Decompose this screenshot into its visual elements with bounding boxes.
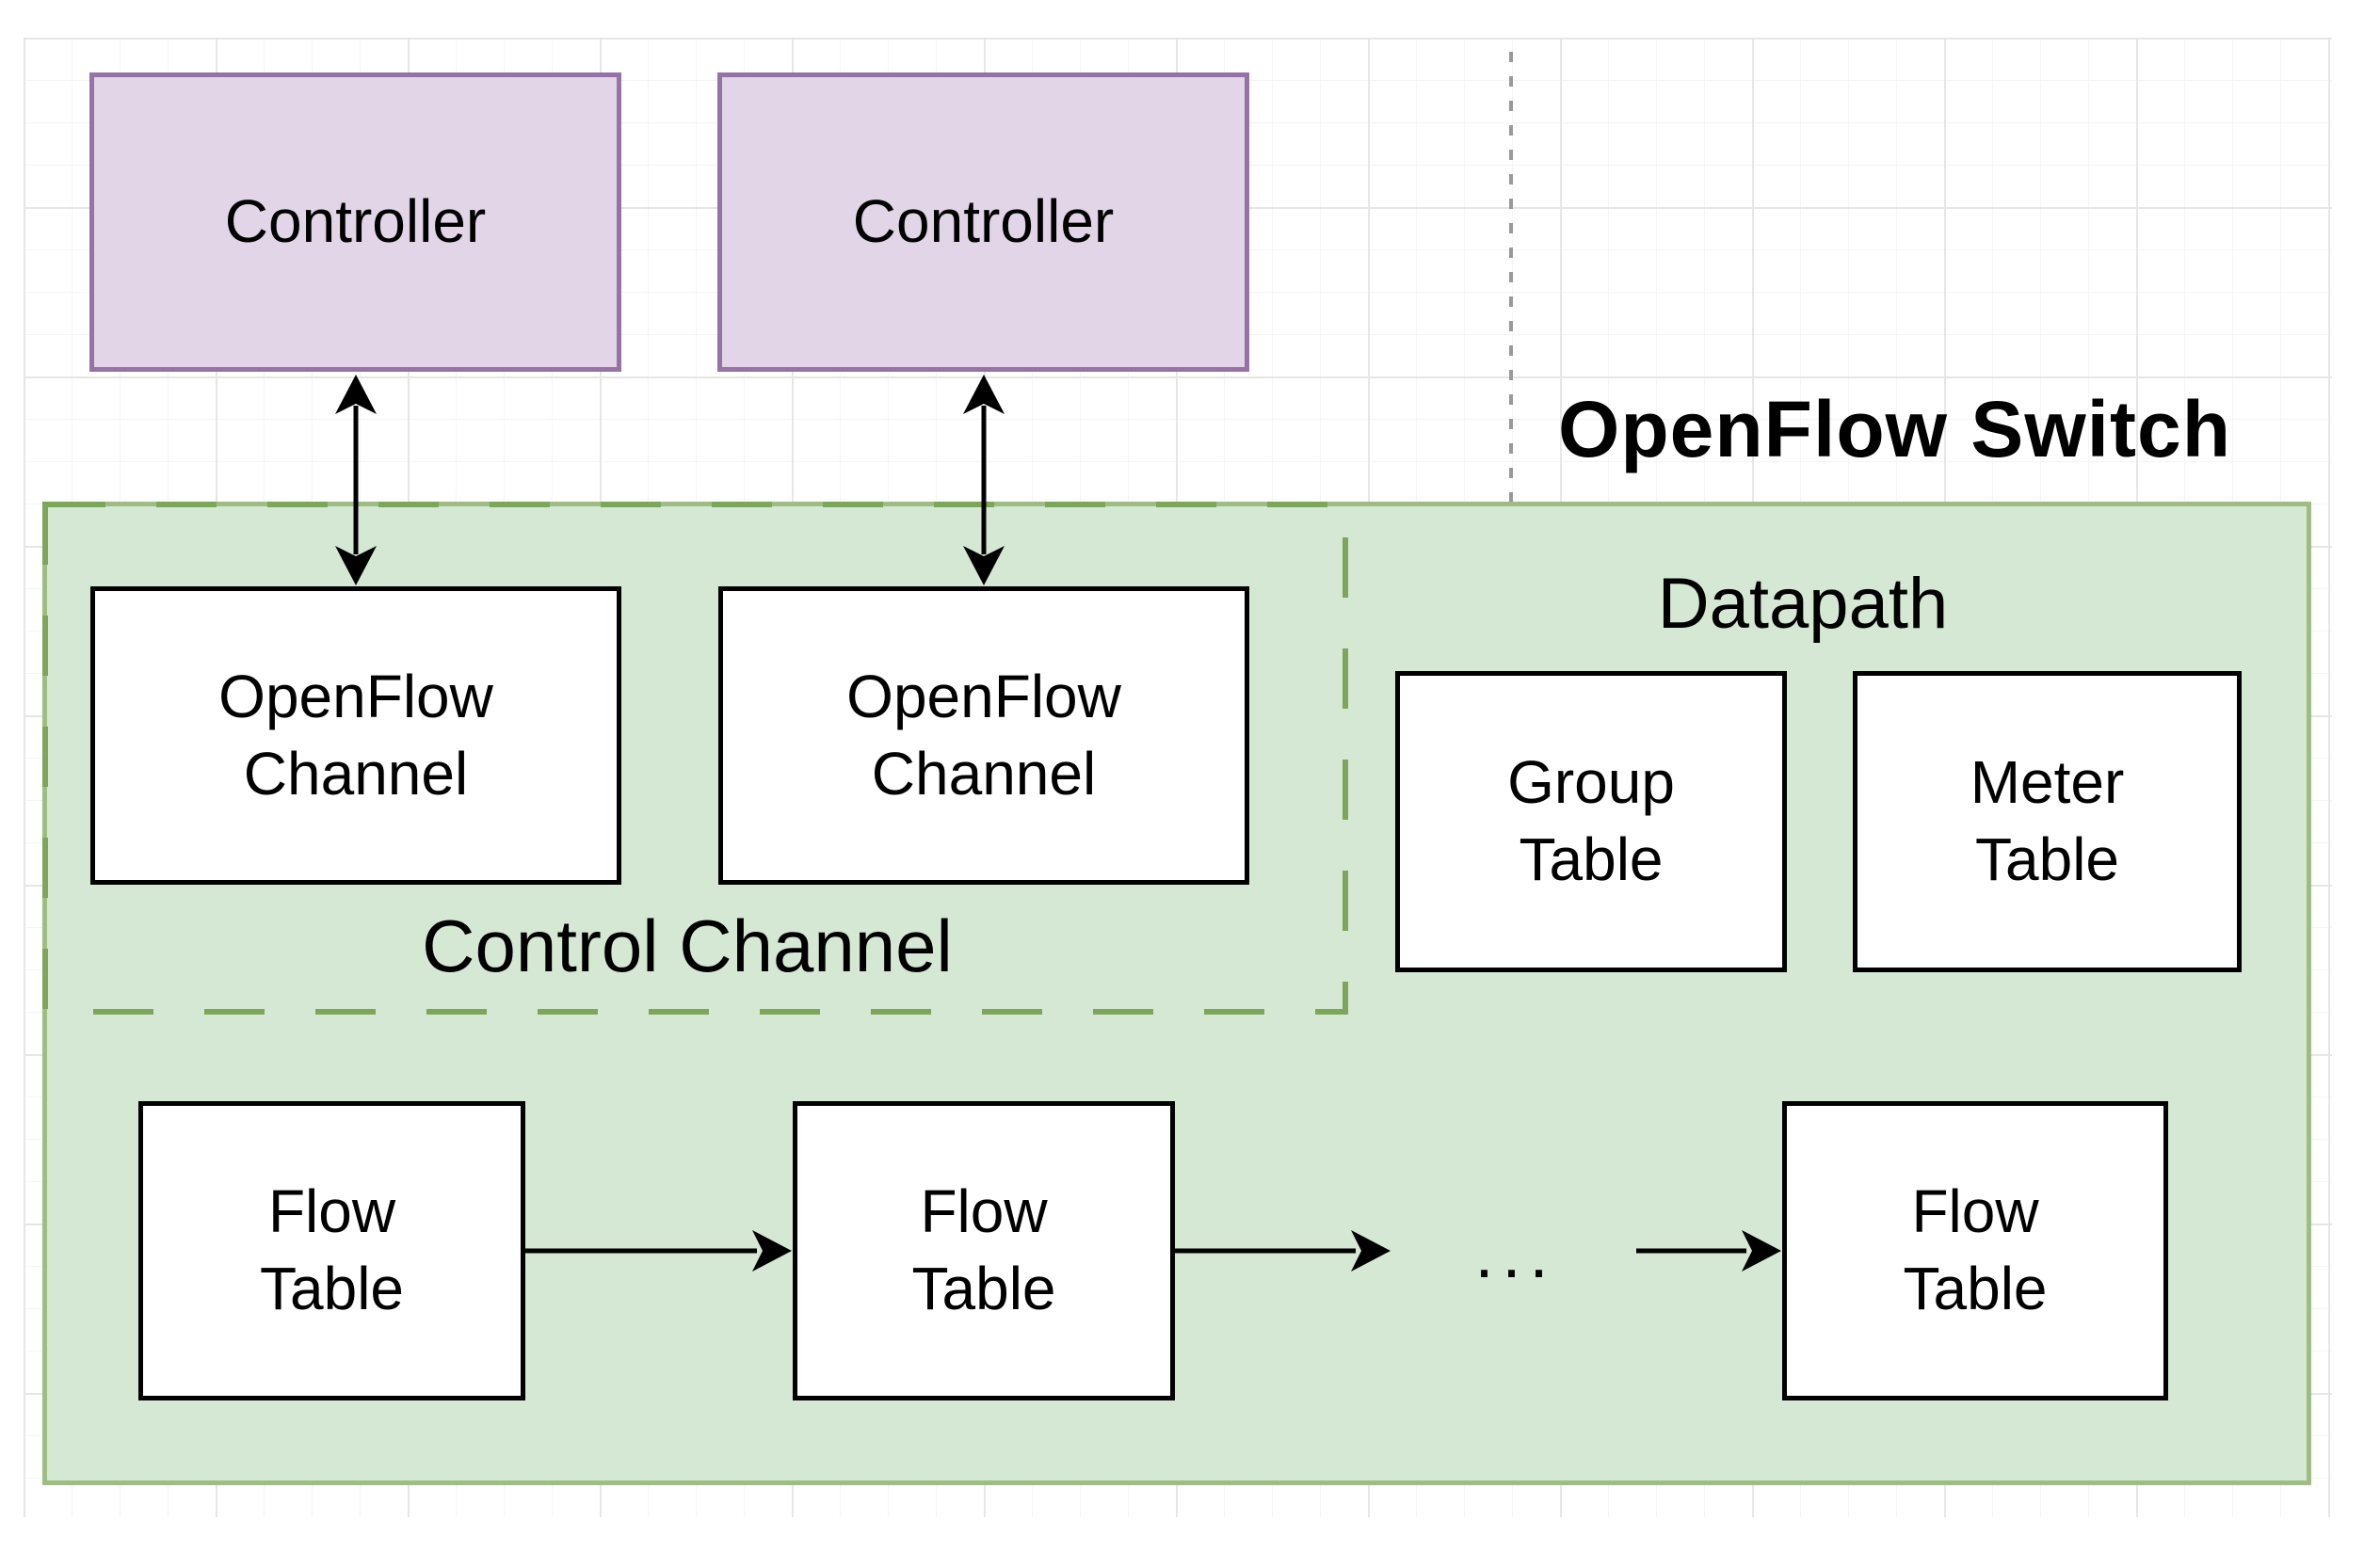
flow-table-2-node: Flow Table	[793, 1101, 1175, 1400]
pipeline-ellipsis: ...	[1474, 1217, 1557, 1292]
control-channel-region	[42, 502, 1348, 1015]
openflow-channel-1-node: OpenFlow Channel	[90, 586, 621, 885]
controller-1-node: Controller	[89, 72, 621, 372]
controller-2-node: Controller	[717, 72, 1249, 372]
connector-flowtable2-ellipsis	[1175, 1230, 1391, 1272]
connector-ellipsis-flowtable3	[1636, 1230, 1781, 1272]
openflow-channel-2-node: OpenFlow Channel	[718, 586, 1249, 885]
openflow-switch-title: OpenFlow Switch	[1558, 385, 2232, 473]
connector-controller2-channel2	[963, 375, 1005, 585]
datapath-label: Datapath	[1657, 564, 1949, 644]
flow-table-1-node: Flow Table	[138, 1101, 525, 1400]
control-channel-label: Control Channel	[422, 904, 953, 987]
dashed-boundary-line	[1509, 52, 1513, 502]
connector-controller1-channel1	[335, 375, 377, 585]
meter-table-node: Meter Table	[1853, 671, 2242, 972]
connector-flowtable1-flowtable2	[525, 1230, 792, 1272]
flow-table-3-node: Flow Table	[1782, 1101, 2168, 1400]
group-table-node: Group Table	[1395, 671, 1787, 972]
